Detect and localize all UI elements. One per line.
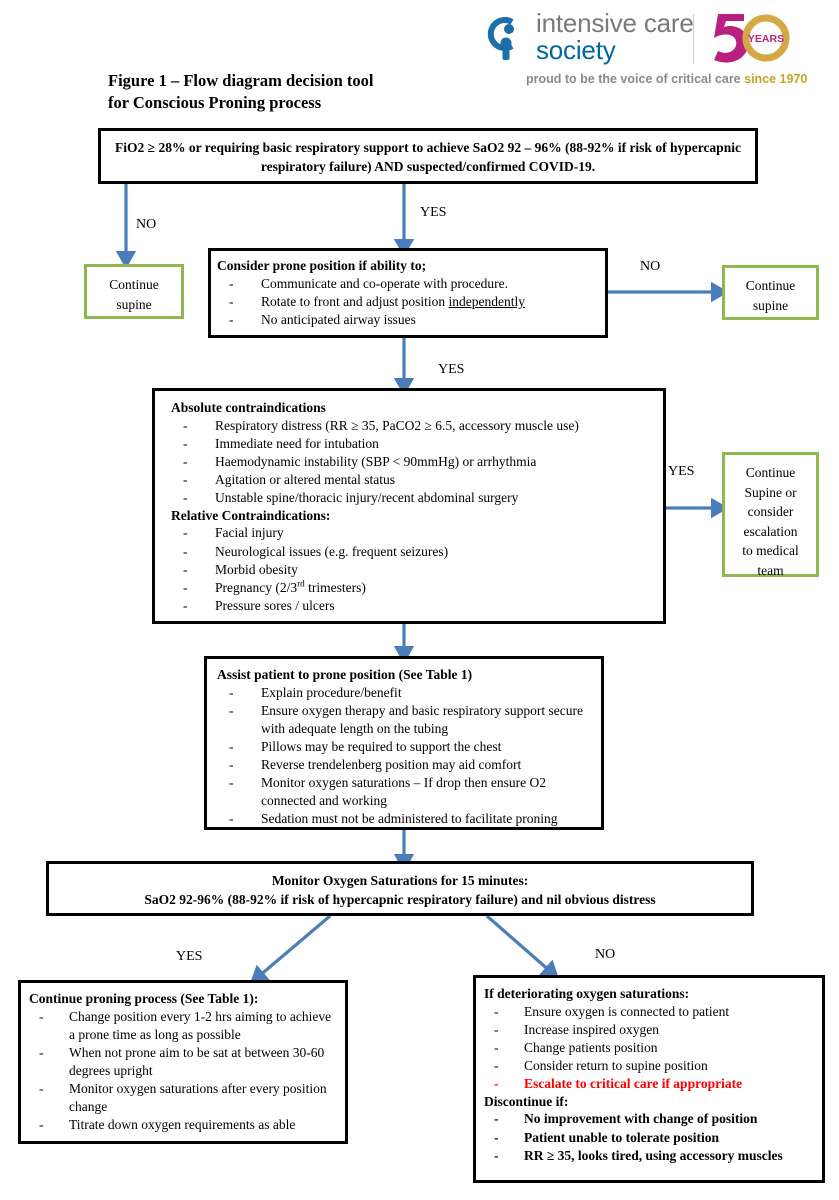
node-entry-criteria-text: FiO2 ≥ 28% or requiring basic respirator… — [115, 140, 741, 175]
ics-monogram-icon — [487, 17, 514, 60]
node-entry-criteria: FiO2 ≥ 28% or requiring basic respirator… — [98, 128, 758, 184]
list-item: Rotate to front and adjust position inde… — [217, 293, 599, 311]
list-item: Change position every 1-2 hrs aiming to … — [29, 1008, 339, 1044]
node-monitor-line2: SaO2 92-96% (88-92% if risk of hypercapn… — [144, 892, 656, 908]
node-contraindications-absolute-heading: Absolute contraindications — [171, 400, 326, 415]
node-continue-supine-left-line1: Continue — [109, 277, 159, 292]
logo-wordmark: intensive care society — [536, 10, 694, 63]
logo-line-society: society — [536, 34, 616, 65]
list-item: No anticipated airway issues — [217, 311, 599, 329]
escalate-line: Continue — [745, 465, 796, 480]
svg-text:YEARS: YEARS — [748, 33, 784, 45]
list-item: Facial injury — [171, 524, 657, 542]
edge-label-monitor-yes: YES — [176, 949, 203, 964]
list-item: Patient unable to tolerate position — [484, 1129, 816, 1147]
list-item: Ensure oxygen is connected to patient — [484, 1003, 816, 1021]
node-continue-proning-heading: Continue proning process (See Table 1): — [29, 991, 259, 1006]
node-deteriorating-list: Ensure oxygen is connected to patient In… — [484, 1003, 816, 1093]
escalate-line: escalation — [743, 523, 798, 539]
list-item: Neurological issues (e.g. frequent seizu… — [171, 543, 657, 561]
list-item: Haemodynamic instability (SBP < 90mmHg) … — [171, 453, 657, 471]
node-contraindications-relative-heading: Relative Contraindications: — [171, 507, 331, 523]
list-item: Communicate and co-operate with procedur… — [217, 275, 599, 293]
fifty-years-badge-icon: YEARS — [714, 14, 790, 63]
node-monitor-line1: Monitor Oxygen Saturations for 15 minute… — [271, 873, 529, 888]
logo-line-intensive-care: intensive care — [536, 8, 694, 38]
node-continue-proning-list: Change position every 1-2 hrs aiming to … — [29, 1008, 339, 1135]
list-item: Agitation or altered mental status — [171, 471, 657, 489]
logo-tagline-since: since 1970 — [744, 72, 808, 86]
logo-divider — [693, 14, 694, 64]
node-continue-supine-right: Continue supine — [722, 265, 819, 320]
node-discontinue-list: No improvement with change of position P… — [484, 1110, 816, 1164]
escalate-line: to medical — [742, 543, 799, 559]
edge-label-entry-no: NO — [136, 217, 157, 232]
list-item: Explain procedure/benefit — [217, 684, 595, 702]
list-item: Consider return to supine position — [484, 1057, 816, 1075]
escalate-line: Supine or — [744, 484, 797, 500]
node-deteriorating-heading: If deteriorating oxygen saturations: — [484, 986, 690, 1001]
node-continue-supine-left: Continue supine — [84, 264, 184, 319]
node-consider-prone: Consider prone position if ability to; C… — [208, 248, 608, 338]
list-item: When not prone aim to be sat at between … — [29, 1044, 339, 1080]
edge-label-contra-yes: YES — [668, 464, 695, 479]
list-item-alert: Escalate to critical care if appropriate — [484, 1075, 816, 1093]
list-item: Morbid obesity — [171, 561, 657, 579]
node-contraindications-absolute-list: Respiratory distress (RR ≥ 35, PaCO2 ≥ 6… — [171, 417, 657, 507]
list-item: Ensure oxygen therapy and basic respirat… — [217, 702, 595, 738]
node-assist-prone-position: Assist patient to prone position (See Ta… — [204, 656, 604, 830]
figure-title-line2: for Conscious Proning process — [108, 92, 322, 112]
node-contraindications-relative-list: Facial injury Neurological issues (e.g. … — [171, 524, 657, 614]
edge-label-prone-no: NO — [640, 259, 661, 274]
node-continue-supine-left-line2: supine — [116, 296, 152, 312]
node-assist-prone-list: Explain procedure/benefit Ensure oxygen … — [217, 684, 595, 829]
figure-title: Figure 1 – Flow diagram decision tool fo… — [108, 70, 478, 114]
node-continue-supine-right-line1: Continue — [745, 278, 796, 293]
list-item: Immediate need for intubation — [171, 435, 657, 453]
list-item: Change patients position — [484, 1039, 816, 1057]
list-item: Reverse trendelenberg position may aid c… — [217, 756, 595, 774]
figure-title-line1: Figure 1 – Flow diagram decision tool — [108, 71, 374, 90]
node-consider-prone-list: Communicate and co-operate with procedur… — [217, 275, 599, 329]
list-item: No improvement with change of position — [484, 1110, 816, 1128]
node-continue-supine-or-escalate: Continue Supine or consider escalation t… — [722, 452, 819, 578]
node-discontinue-heading: Discontinue if: — [484, 1093, 569, 1109]
list-item: Pillows may be required to support the c… — [217, 738, 595, 756]
edge-label-prone-yes: YES — [438, 362, 465, 377]
node-assist-prone-heading: Assist patient to prone position (See Ta… — [217, 667, 473, 682]
intensive-care-society-logo: intensive care society YEARS proud to be… — [480, 6, 810, 101]
list-item: Respiratory distress (RR ≥ 35, PaCO2 ≥ 6… — [171, 417, 657, 435]
escalate-line: team — [757, 562, 784, 578]
list-item: Monitor oxygen saturations after every p… — [29, 1080, 339, 1116]
edge-label-monitor-no: NO — [595, 947, 616, 962]
list-item: Unstable spine/thoracic injury/recent ab… — [171, 489, 657, 507]
node-deteriorating-saturations: If deteriorating oxygen saturations: Ens… — [473, 975, 825, 1183]
node-contraindications: Absolute contraindications Respiratory d… — [152, 388, 666, 624]
list-item: Titrate down oxygen requirements as able — [29, 1116, 339, 1134]
list-item: Pressure sores / ulcers — [171, 597, 657, 615]
node-monitor-oxygen-saturations: Monitor Oxygen Saturations for 15 minute… — [46, 861, 754, 916]
node-continue-proning: Continue proning process (See Table 1): … — [18, 980, 348, 1144]
node-continue-supine-right-line2: supine — [752, 297, 789, 313]
list-item: Increase inspired oxygen — [484, 1021, 816, 1039]
list-item: RR ≥ 35, looks tired, using accessory mu… — [484, 1147, 816, 1165]
logo-tagline: proud to be the voice of critical care s… — [526, 72, 807, 86]
underlined-term: independently — [448, 293, 525, 309]
node-consider-prone-heading: Consider prone position if ability to; — [217, 258, 427, 273]
logo-tagline-main: proud to be the voice of critical care — [526, 72, 745, 86]
list-item: Sedation must not be administered to fac… — [217, 810, 595, 828]
escalate-line: consider — [747, 504, 794, 520]
edge-label-entry-yes: YES — [420, 205, 447, 220]
list-item: Monitor oxygen saturations – If drop the… — [217, 774, 595, 810]
list-item: Pregnancy (2/3rd trimesters) — [171, 579, 657, 597]
